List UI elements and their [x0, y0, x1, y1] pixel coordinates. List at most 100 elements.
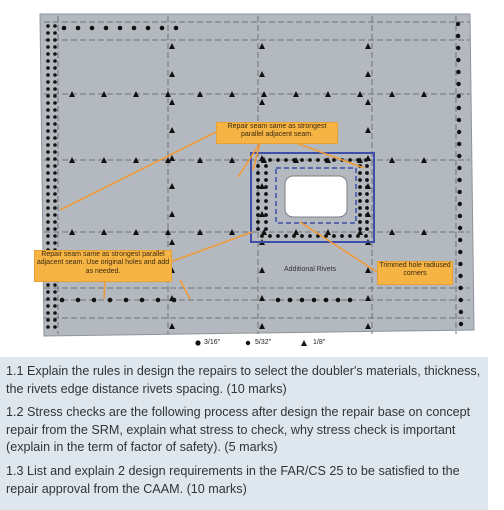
rivet-small: [53, 206, 57, 210]
doubler-rivet: [365, 164, 369, 168]
rivet-large: [287, 297, 293, 303]
rivet-triangle: [197, 157, 203, 163]
rivet-small: [53, 143, 57, 147]
rivet-small: [46, 206, 50, 210]
doubler-rivet: [264, 178, 268, 182]
rivet-small: [53, 241, 57, 245]
rivet-triangle: [169, 183, 175, 189]
doubler-rivet: [358, 220, 362, 224]
rivet-small: [46, 66, 50, 70]
doubler-rivet: [256, 185, 260, 189]
doubler-rivet: [276, 158, 280, 162]
rivet-small: [46, 290, 50, 294]
rivet-large: [456, 45, 461, 51]
rivet-small: [53, 311, 57, 315]
rivet-triangle: [365, 267, 371, 273]
additional-rivets-label: Additional Rivets: [284, 266, 337, 273]
rivet-triangle: [101, 157, 107, 163]
legend-label-1-8: 1/8": [313, 339, 326, 346]
rivet-small: [46, 38, 50, 42]
rivet-small: [46, 199, 50, 203]
rivet-triangle: [293, 91, 299, 97]
rivet-triangle: [69, 91, 75, 97]
doubler-rivet: [340, 234, 344, 238]
rivet-small: [53, 115, 57, 119]
doubler-rivet: [324, 158, 328, 162]
rivet-small: [46, 171, 50, 175]
doubler-inner-outline: [275, 167, 357, 224]
rivet-small: [46, 220, 50, 224]
rivet-small: [53, 101, 57, 105]
rivet-small: [53, 45, 57, 49]
rivet-small: [53, 234, 57, 238]
rivet-small: [53, 185, 57, 189]
rivet-small: [46, 73, 50, 77]
doubler-rivet: [365, 227, 369, 231]
rivet-triangle: [365, 127, 371, 133]
rivet-triangle: [365, 99, 371, 105]
rivet-triangle: [259, 211, 265, 217]
rivet-large: [456, 93, 461, 99]
rivet-small: [53, 304, 57, 308]
rivet-large: [457, 165, 462, 171]
doubler-rivet: [264, 185, 268, 189]
rivet-triangle: [365, 323, 371, 329]
rivet-triangle: [101, 91, 107, 97]
trimmed-hole: [284, 175, 348, 218]
rivet-small: [46, 283, 50, 287]
rivet-triangle: [259, 295, 265, 301]
doubler-rivet: [268, 234, 272, 238]
rivet-small: [53, 192, 57, 196]
doubler-rivet: [256, 178, 260, 182]
rivet-large: [456, 81, 461, 87]
rivet-small: [53, 73, 57, 77]
rivet-small: [53, 52, 57, 56]
rivet-triangle: [169, 71, 175, 77]
doubler-rivet: [358, 178, 362, 182]
rivet-large: [311, 297, 317, 303]
rivet-triangle: [169, 211, 175, 217]
rivet-triangle: [169, 99, 175, 105]
doubler-rivet: [264, 220, 268, 224]
rivet-small: [53, 66, 57, 70]
rivet-small: [46, 150, 50, 154]
rivet-small: [53, 297, 57, 301]
rivet-large: [458, 321, 464, 327]
questions-panel: 1.1 Explain the rules in design the repa…: [0, 357, 488, 510]
doubler-rivet: [324, 234, 328, 238]
rivet-triangle: [421, 91, 427, 97]
rivet-triangle: [197, 91, 203, 97]
doubler-rivet: [264, 206, 268, 210]
rivet-large: [456, 69, 461, 75]
rivet-small: [46, 122, 50, 126]
doubler-rivet: [284, 158, 288, 162]
rivet-triangle: [325, 229, 331, 235]
rivet-large: [457, 213, 463, 219]
rivet-large: [91, 297, 97, 303]
rivet-large: [107, 297, 113, 303]
doubler-rivet: [260, 234, 264, 238]
rivet-large: [347, 297, 353, 303]
rivet-large: [323, 297, 329, 303]
doubler-rivet: [284, 234, 288, 238]
rivet-large: [117, 25, 123, 31]
rivet-triangle: [365, 71, 371, 77]
rivet-small: [53, 80, 57, 84]
rivet-small: [53, 59, 57, 63]
doubler-rivet: [292, 234, 296, 238]
rivet-small: [46, 304, 50, 308]
rivet-small: [53, 150, 57, 154]
rivet-triangle: [421, 229, 427, 235]
rivet-small: [53, 220, 57, 224]
rivet-large: [275, 297, 281, 303]
rivet-small: [53, 38, 57, 42]
rivet-small: [46, 157, 50, 161]
doubler-repair-diagram: [39, 13, 475, 346]
doubler-rivet: [358, 227, 362, 231]
doubler-rivet: [264, 227, 268, 231]
rivet-large: [89, 25, 95, 31]
rivet-large: [123, 297, 129, 303]
rivet-triangle: [229, 157, 235, 163]
rivet-triangle: [421, 157, 427, 163]
rivet-large: [299, 297, 305, 303]
